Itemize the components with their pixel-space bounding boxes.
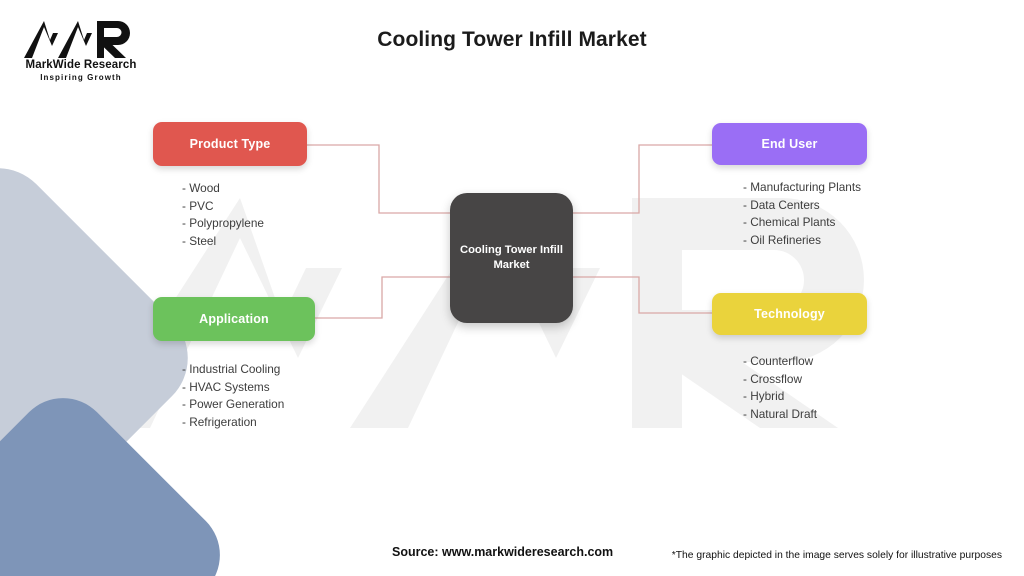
branch-end-user-list: - Manufacturing Plants - Data Centers - … — [712, 179, 992, 249]
branch-technology-label: Technology — [754, 307, 825, 321]
footer-source: Source: www.markwideresearch.com — [392, 545, 614, 559]
branch-end-user-label: End User — [761, 137, 818, 151]
branch-application-label: Application — [199, 312, 269, 326]
list-item: - Power Generation — [182, 397, 285, 411]
logo-tagline: Inspiring Growth — [40, 73, 122, 82]
list-item: - Steel — [182, 233, 217, 248]
branch-product-type-label: Product Type — [189, 137, 271, 151]
list-item: - Natural Draft — [743, 406, 818, 421]
branch-product-type[interactable]: Product Type - Wood - PVC - Polypropylen… — [153, 122, 413, 250]
branch-technology-list: - Counterflow - Crossflow - Hybrid - Nat… — [712, 353, 992, 423]
footer-disclaimer: *The graphic depicted in the image serve… — [671, 550, 1002, 561]
branch-technology-pill[interactable]: Technology — [712, 293, 867, 335]
list-item: - Polypropylene — [182, 216, 264, 230]
branch-application-pill[interactable]: Application — [153, 297, 315, 341]
list-item: - Wood — [182, 181, 220, 195]
logo-company-name: MarkWide Research — [25, 59, 137, 71]
list-item: - Data Centers — [743, 197, 820, 212]
list-item: - Refrigeration — [182, 414, 257, 429]
list-item: - Crossflow — [743, 371, 802, 386]
branch-product-type-pill[interactable]: Product Type — [153, 122, 307, 166]
branch-technology[interactable]: Technology - Counterflow - Crossflow - H… — [712, 293, 992, 423]
list-item: - Chemical Plants — [743, 215, 836, 229]
branch-end-user-pill[interactable]: End User — [712, 123, 867, 165]
mwr-logo-icon — [24, 21, 130, 58]
list-item: - Oil Refineries — [743, 232, 822, 247]
branch-application-list: - Industrial Cooling - HVAC Systems - Po… — [153, 361, 413, 431]
branch-product-type-list: - Wood - PVC - Polypropylene - Steel — [153, 180, 413, 250]
list-item: - PVC — [182, 198, 214, 213]
branch-application[interactable]: Application - Industrial Cooling - HVAC … — [153, 297, 413, 431]
branch-end-user[interactable]: End User - Manufacturing Plants - Data C… — [712, 123, 992, 249]
list-item: - Manufacturing Plants — [743, 180, 862, 194]
page-title: Cooling Tower Infill Market — [377, 28, 647, 51]
list-item: - Hybrid — [743, 389, 785, 403]
list-item: - Industrial Cooling — [182, 362, 281, 376]
list-item: - HVAC Systems — [182, 379, 270, 394]
brand-logo: MarkWide Research Inspiring Growth — [16, 20, 146, 90]
center-node-label: Cooling Tower Infill Market — [460, 244, 563, 271]
center-node[interactable]: Cooling Tower Infill Market — [450, 193, 573, 323]
list-item: - Counterflow — [743, 354, 814, 368]
